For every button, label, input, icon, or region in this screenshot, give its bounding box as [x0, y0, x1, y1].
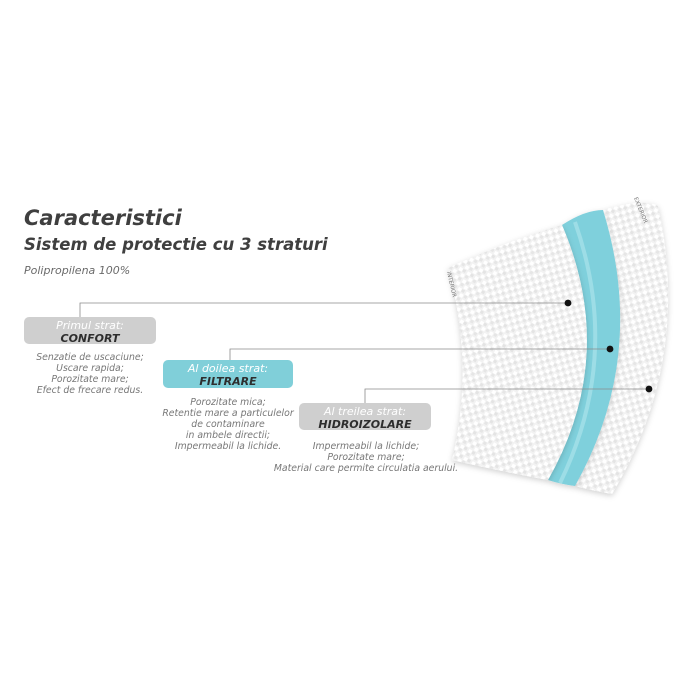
layer-1-name: CONFORT — [60, 332, 120, 345]
layer-3-features: Impermeabil la lichide; Porozitate mare;… — [256, 441, 476, 474]
layer-inner-comfort — [448, 225, 587, 480]
layer-1-features: Senzatie de uscaciune; Uscare rapida; Po… — [24, 352, 156, 396]
interior-label: INTERIOR — [445, 271, 457, 298]
layer-2-feature: Retentie mare a particulelor — [162, 408, 294, 419]
leader-dot-layer-3 — [645, 385, 653, 393]
layer-1-pill: Primul strat: CONFORT — [24, 317, 156, 345]
layer-2-name: FILTRARE — [199, 375, 257, 388]
layer-3-name: HIDROIZOLARE — [318, 418, 412, 431]
layer-1-feature: Uscare rapida; — [56, 363, 124, 374]
layer-3-feature: Material care permite circulatia aerului… — [273, 463, 459, 474]
layer-1-heading: Primul strat: — [56, 319, 124, 332]
layer-2-feature: Impermeabil la lichide. — [174, 441, 282, 452]
layer-3-feature: Porozitate mare; — [327, 452, 405, 463]
layer-2-feature: in ambele directii; — [185, 430, 271, 441]
layer-2-heading: Al doilea strat: — [187, 362, 269, 375]
material-note: Polipropilena 100% — [24, 264, 131, 277]
layer-2-feature: de contaminare — [191, 419, 265, 430]
layer-2-features: Porozitate mica; Retentie mare a particu… — [148, 397, 308, 452]
layer-middle-filter — [548, 210, 621, 486]
layer-3-feature: Impermeabil la lichide; — [312, 441, 420, 452]
layer-1-feature: Senzatie de uscaciune; — [36, 352, 144, 363]
leader-line-layer-1 — [79, 302, 568, 317]
layer-3-heading: Al treilea strat: — [323, 405, 407, 418]
layer-2-pill: Al doilea strat: FILTRARE — [163, 360, 293, 388]
layer-2-feature: Porozitate mica; — [190, 397, 266, 408]
layer-1-feature: Efect de frecare redus. — [36, 385, 144, 396]
leader-dot-layer-1 — [564, 299, 572, 307]
layer-3-pill: Al treilea strat: HIDROIZOLARE — [299, 403, 431, 431]
leader-dot-layer-2 — [606, 345, 614, 353]
leader-line-layer-3 — [364, 388, 649, 403]
page-subtitle: Sistem de protectie cu 3 straturi — [24, 235, 328, 254]
layer-outer-hydrophobic — [575, 202, 669, 495]
layer-1-feature: Porozitate mare; — [51, 374, 129, 385]
page-title: Caracteristici — [24, 206, 182, 230]
leader-line-layer-2 — [229, 348, 610, 360]
